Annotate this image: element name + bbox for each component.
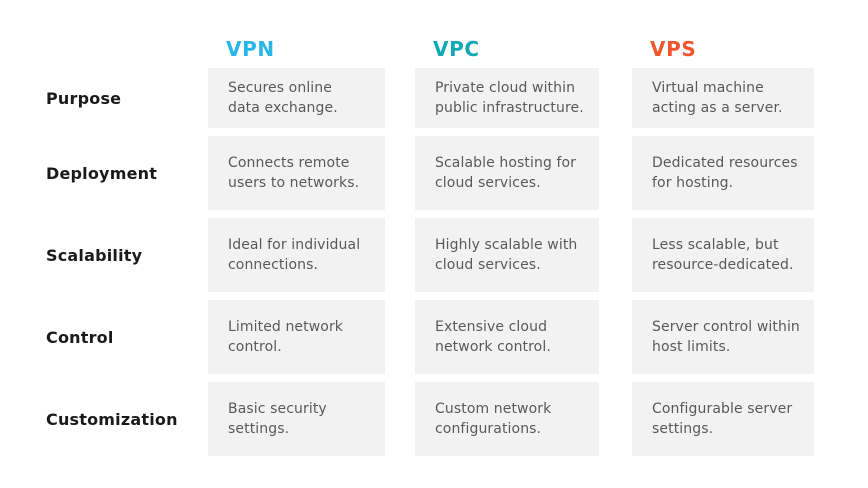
cell-purpose-vps: Virtual machine acting as a server. bbox=[632, 68, 814, 128]
row-label-control: Control bbox=[46, 327, 114, 347]
row-label-purpose: Purpose bbox=[46, 88, 122, 108]
column-header-vpc: VPC bbox=[433, 37, 480, 61]
cell-deployment-vpc: Scalable hosting for cloud services. bbox=[415, 136, 599, 210]
row-label-scalability: Scalability bbox=[46, 245, 143, 265]
cell-control-vpc: Extensive cloud network control. bbox=[415, 300, 599, 374]
cell-purpose-vpc: Private cloud within public infrastructu… bbox=[415, 68, 599, 128]
cell-scalability-vpc: Highly scalable with cloud services. bbox=[415, 218, 599, 292]
cell-deployment-vps: Dedicated resources for hosting. bbox=[632, 136, 814, 210]
cell-control-vps: Server control within host limits. bbox=[632, 300, 814, 374]
cell-scalability-vps: Less scalable, but resource-dedicated. bbox=[632, 218, 814, 292]
cell-customization-vpn: Basic security settings. bbox=[208, 382, 385, 456]
table-grid: VPN VPC VPS Purpose Secures online data … bbox=[46, 38, 814, 456]
row-label-deployment: Deployment bbox=[46, 163, 158, 183]
cell-purpose-vpn: Secures online data exchange. bbox=[208, 68, 385, 128]
cell-deployment-vpn: Connects remote users to networks. bbox=[208, 136, 385, 210]
cell-control-vpn: Limited network control. bbox=[208, 300, 385, 374]
column-header-vpn: VPN bbox=[226, 37, 275, 61]
cell-scalability-vpn: Ideal for individual connections. bbox=[208, 218, 385, 292]
cell-customization-vpc: Custom network configurations. bbox=[415, 382, 599, 456]
column-header-vps: VPS bbox=[650, 37, 697, 61]
cell-customization-vps: Configurable server settings. bbox=[632, 382, 814, 456]
row-label-customization: Customization bbox=[46, 409, 178, 429]
